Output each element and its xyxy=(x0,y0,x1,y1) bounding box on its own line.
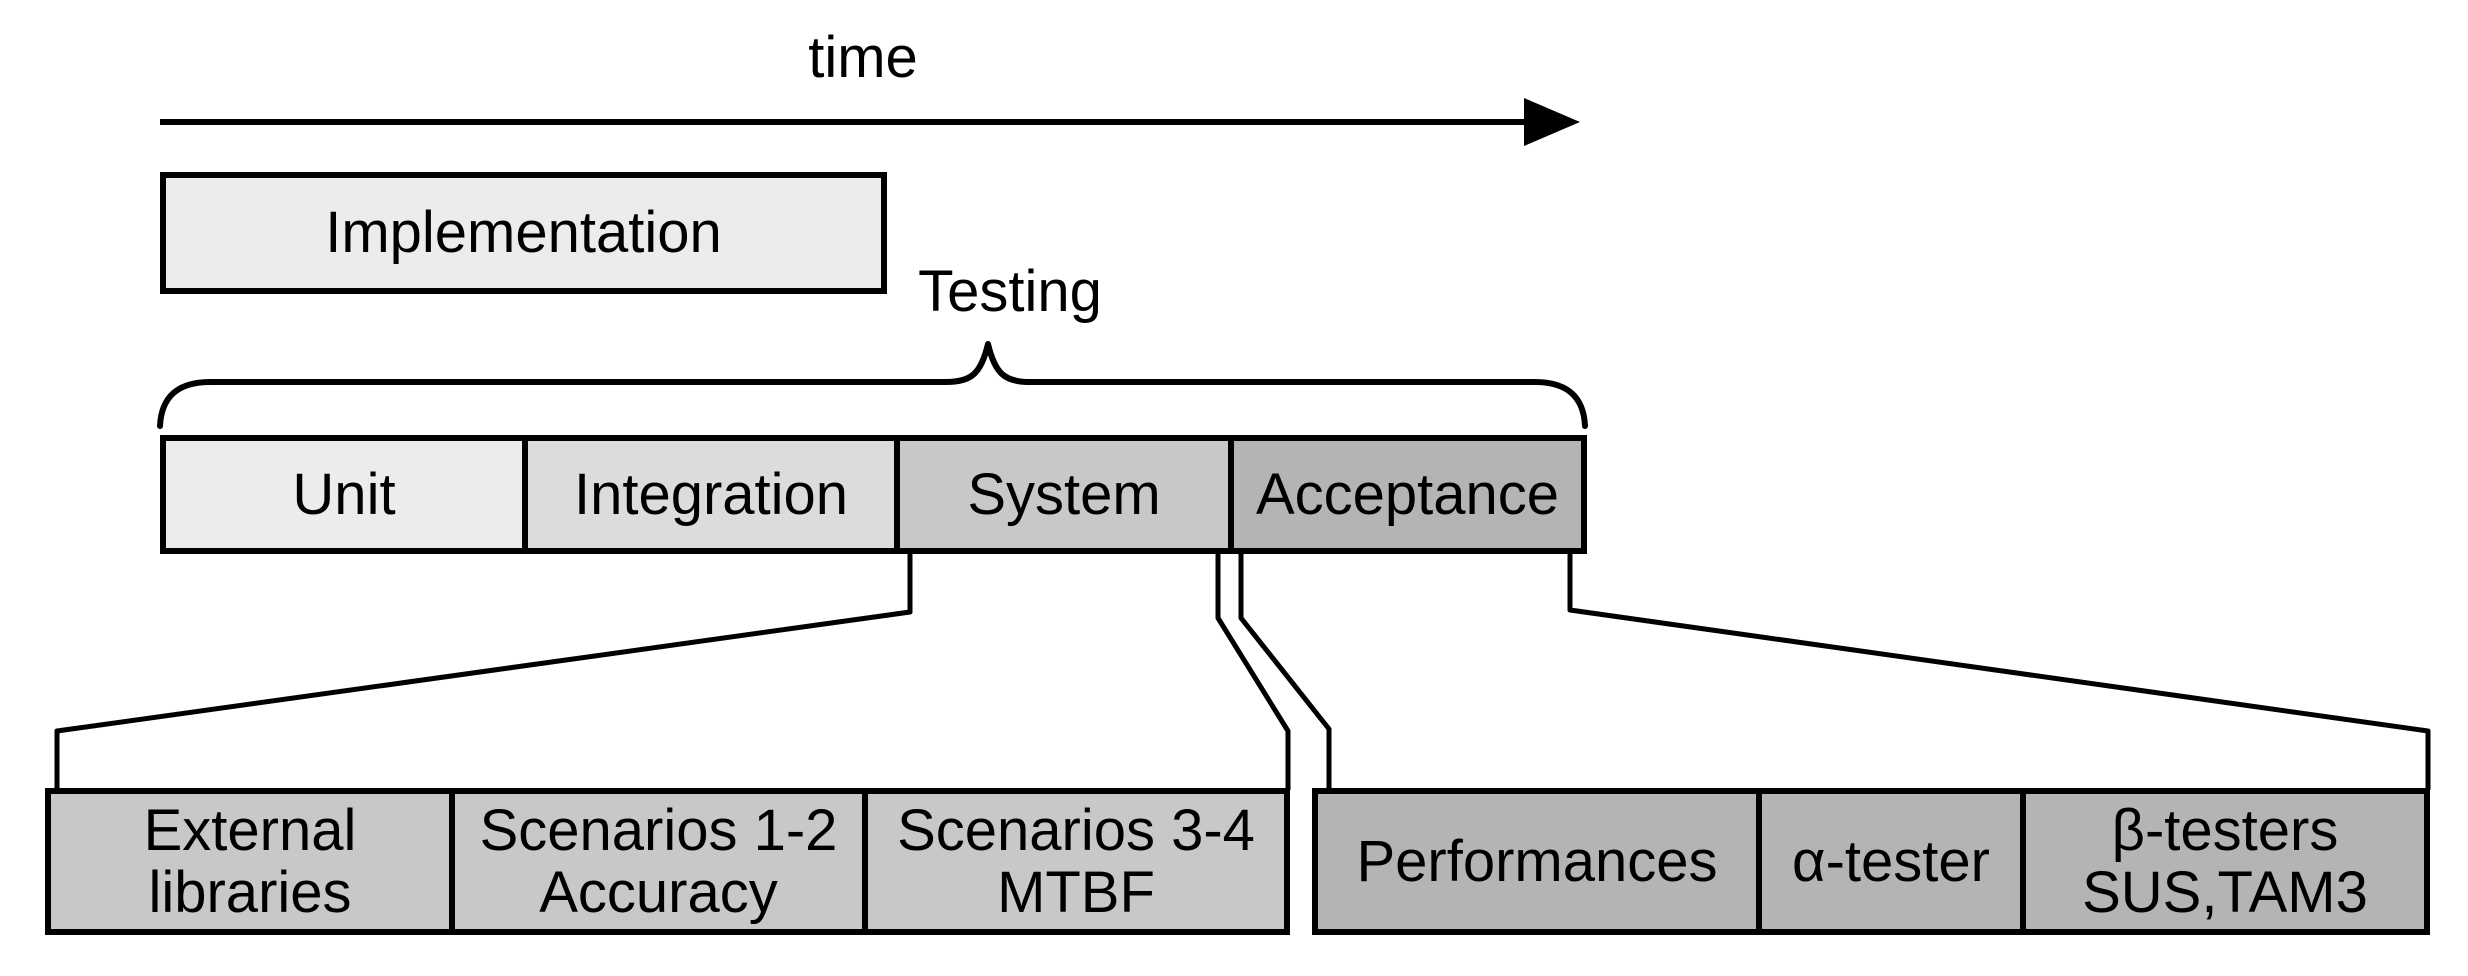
detail-label-line1: β-testers xyxy=(2111,797,2339,863)
detail-box-alpha-tester: α-tester xyxy=(1756,788,2026,935)
time-arrowhead-icon xyxy=(1524,98,1580,146)
phase-label-integration: Integration xyxy=(573,461,849,527)
connector-acceptance-right xyxy=(1567,551,2431,790)
detail-label-line1: Performances xyxy=(1356,828,1718,894)
implementation-box: Implementation xyxy=(160,172,887,294)
detail-label-line2: Accuracy xyxy=(539,859,778,925)
phase-box-system: System xyxy=(894,435,1234,554)
connector-system-left xyxy=(54,551,913,790)
detail-box-scenarios-1-2: Scenarios 1-2 Accuracy xyxy=(449,788,868,935)
time-label: time xyxy=(808,25,918,90)
phase-label-unit: Unit xyxy=(292,461,396,527)
detail-box-beta-testers: β-testers SUS,TAM3 xyxy=(2020,788,2430,935)
connector-acceptance-left xyxy=(1238,551,1332,790)
connector-system-right xyxy=(1215,551,1291,790)
detail-box-performances: Performances xyxy=(1312,788,1762,935)
detail-label-line1: α-tester xyxy=(1792,828,1990,894)
detail-label-line1: Scenarios 3-4 xyxy=(897,797,1255,863)
detail-box-external-libraries: External libraries xyxy=(45,788,455,935)
detail-box-scenarios-3-4: Scenarios 3-4 MTBF xyxy=(862,788,1290,935)
detail-label-line1: External xyxy=(143,797,357,863)
detail-label-line2: MTBF xyxy=(997,859,1155,925)
phase-box-integration: Integration xyxy=(522,435,900,554)
detail-label-line2: libraries xyxy=(148,859,352,925)
phase-label-acceptance: Acceptance xyxy=(1255,461,1560,527)
detail-label-line1: Scenarios 1-2 xyxy=(479,797,838,863)
detail-label-line2: SUS,TAM3 xyxy=(2082,859,2368,925)
implementation-label: Implementation xyxy=(325,200,722,265)
testing-label: Testing xyxy=(918,259,1102,324)
phase-box-acceptance: Acceptance xyxy=(1228,435,1587,554)
testing-brace-icon xyxy=(157,341,1588,429)
phase-label-system: System xyxy=(967,461,1161,527)
phase-box-unit: Unit xyxy=(160,435,528,554)
